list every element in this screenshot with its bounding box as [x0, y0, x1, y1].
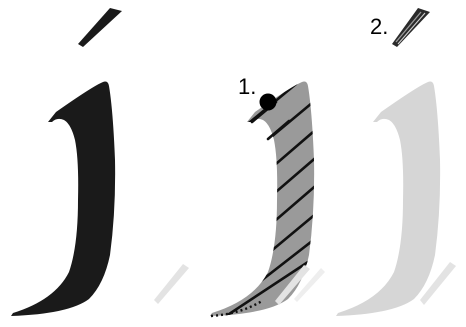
step-one-label: 1.: [238, 74, 256, 99]
panel-finished-letter: [11, 8, 189, 316]
letter-j-light: [336, 82, 440, 317]
start-point-icon: [260, 94, 277, 111]
nib-icon-black: [78, 8, 122, 47]
panel-light-letter: 2.: [336, 8, 456, 316]
letter-j-black: [11, 82, 115, 317]
pen-nib-striped-icon: [392, 8, 430, 47]
step-two-label: 2.: [370, 14, 388, 39]
panel-construction-letter: 1.: [210, 74, 325, 320]
ghost-nib-1: [154, 264, 189, 304]
